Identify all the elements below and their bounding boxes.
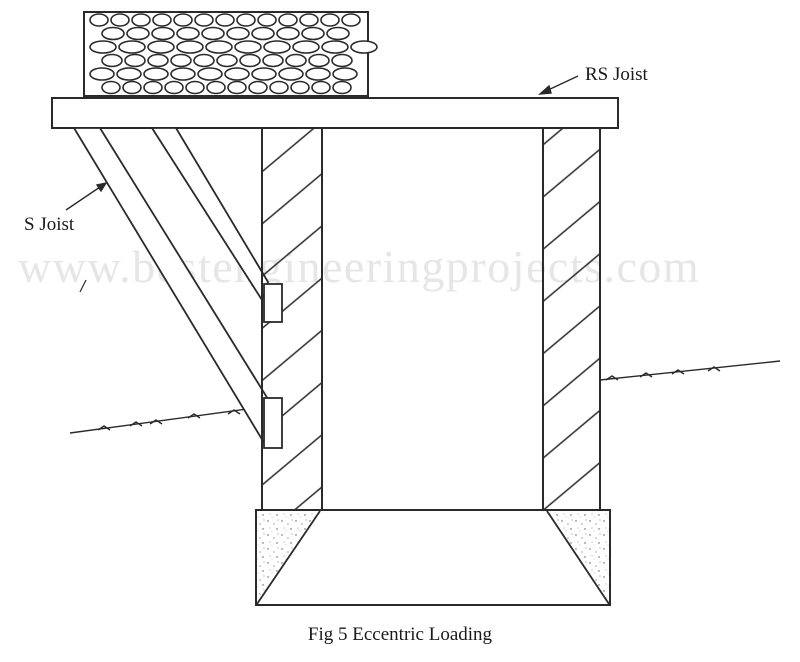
stone xyxy=(101,53,123,68)
stone-load xyxy=(83,11,378,97)
stone xyxy=(101,26,125,41)
stone xyxy=(89,67,115,81)
stone xyxy=(143,67,169,81)
s-joist-arrow xyxy=(65,181,108,211)
stone xyxy=(332,80,352,95)
stone xyxy=(299,13,319,27)
stone xyxy=(257,13,277,27)
stone xyxy=(341,13,361,27)
stone xyxy=(236,13,256,27)
s-joist-label: S Joist xyxy=(24,214,75,235)
stone xyxy=(263,40,291,54)
stone xyxy=(116,67,142,81)
stone xyxy=(216,53,238,68)
stone xyxy=(226,26,250,41)
right-wall xyxy=(542,127,601,511)
stone xyxy=(331,53,353,68)
stone xyxy=(194,13,214,27)
stone xyxy=(205,40,233,54)
stone xyxy=(239,53,261,68)
stone xyxy=(152,13,172,27)
stone xyxy=(290,80,310,95)
stone xyxy=(206,80,226,95)
stone xyxy=(170,67,196,81)
stone xyxy=(118,40,146,54)
stone xyxy=(173,13,193,27)
stone xyxy=(176,26,200,41)
stone xyxy=(278,67,304,81)
stray-mark xyxy=(79,279,87,293)
s-joist-strut xyxy=(72,127,277,449)
stone xyxy=(147,53,169,68)
stone xyxy=(215,13,235,27)
stone xyxy=(164,80,184,95)
stone xyxy=(122,80,142,95)
stone xyxy=(197,67,223,81)
stone xyxy=(251,67,277,81)
stone xyxy=(110,13,130,27)
stone xyxy=(320,13,340,27)
stone xyxy=(278,13,298,27)
stone xyxy=(227,80,247,95)
ground-line-right xyxy=(599,360,781,381)
stone xyxy=(176,40,204,54)
stone xyxy=(126,26,150,41)
stone xyxy=(170,53,192,68)
stone xyxy=(292,40,320,54)
stone xyxy=(308,53,330,68)
stone xyxy=(321,40,349,54)
rs-joist-beam xyxy=(51,97,619,129)
stone xyxy=(262,53,284,68)
stone xyxy=(89,13,109,27)
stone xyxy=(147,40,175,54)
stone xyxy=(251,26,275,41)
bracket-plate-lower xyxy=(263,397,283,449)
stone xyxy=(234,40,262,54)
stone xyxy=(276,26,300,41)
stone xyxy=(124,53,146,68)
rs-joist-arrow xyxy=(537,75,579,95)
stone xyxy=(350,40,378,54)
footing xyxy=(255,509,611,606)
stone xyxy=(269,80,289,95)
stone xyxy=(305,67,331,81)
stone xyxy=(193,53,215,68)
bracket-plate-upper xyxy=(263,283,283,323)
stone xyxy=(332,67,358,81)
stone xyxy=(224,67,250,81)
stone xyxy=(326,26,350,41)
stone xyxy=(201,26,225,41)
rs-joist-label: RS Joist xyxy=(585,64,648,85)
stone xyxy=(131,13,151,27)
stone xyxy=(101,80,121,95)
figure-caption: Fig 5 Eccentric Loading xyxy=(307,624,493,645)
ground-line-left xyxy=(69,406,263,434)
stone xyxy=(248,80,268,95)
stone xyxy=(143,80,163,95)
stone xyxy=(185,80,205,95)
stone xyxy=(285,53,307,68)
stone xyxy=(311,80,331,95)
stone xyxy=(89,40,117,54)
stone xyxy=(151,26,175,41)
stone xyxy=(301,26,325,41)
